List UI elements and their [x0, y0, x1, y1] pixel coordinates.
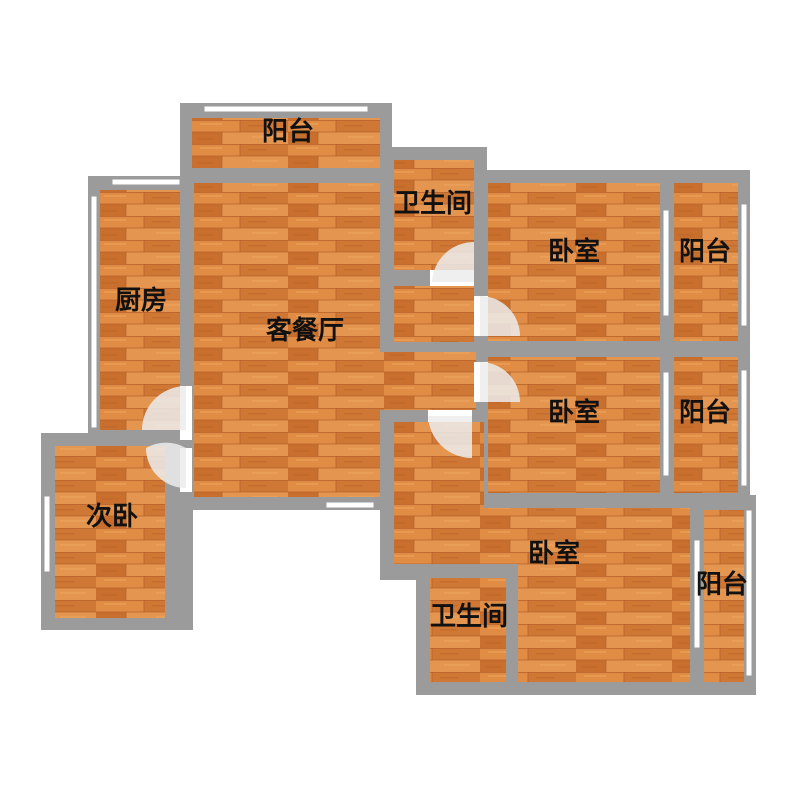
window-middle-right-outer	[740, 369, 748, 487]
door-swing-kitchen	[142, 386, 186, 430]
label-balcony-middle-right: 阳台	[679, 397, 731, 428]
floor-balcony-top	[192, 118, 380, 168]
floor-master-bedroom-right	[518, 508, 690, 682]
floor-balcony-middle-right	[674, 357, 738, 493]
doors	[142, 241, 520, 492]
window-middle-right-inner	[662, 371, 670, 477]
door-swing-second-bedroom	[146, 442, 186, 488]
floor-closet	[394, 286, 474, 342]
floor-living-dining	[194, 183, 380, 497]
label-master-bedroom: 卧室	[528, 538, 580, 569]
window-upper-right-outer	[740, 203, 748, 327]
window-top-balcony	[203, 105, 369, 113]
door-swing-master-bedroom	[428, 416, 472, 458]
floor-second-bedroom	[55, 446, 165, 618]
window-second-bedroom	[43, 495, 51, 573]
floor-bathroom-bottom	[430, 578, 506, 682]
window-living-bottom	[325, 501, 375, 509]
label-bedroom-middle: 卧室	[548, 397, 600, 428]
label-living-dining: 客餐厅	[266, 315, 344, 346]
floor-bedroom-upper	[488, 183, 660, 341]
floor-bedroom-middle	[488, 357, 660, 493]
windows	[43, 105, 753, 677]
window-bottom-right-outer	[745, 509, 753, 677]
label-bathroom-top: 卫生间	[394, 189, 472, 219]
floors	[55, 118, 744, 682]
floor-balcony-bottom-right	[704, 510, 744, 682]
window-kitchen-top	[111, 178, 181, 186]
window-upper-right-inner	[662, 209, 670, 317]
label-balcony-top: 阳台	[262, 116, 314, 147]
label-second-bedroom: 次卧	[86, 502, 138, 532]
label-kitchen: 厨房	[115, 286, 167, 316]
label-balcony-bottom-right: 阳台	[696, 569, 748, 600]
label-bathroom-bottom: 卫生间	[430, 602, 508, 632]
window-kitchen-left	[90, 195, 98, 429]
window-bottom-right-inner	[693, 539, 701, 649]
door-swing-bedroom-middle	[480, 362, 520, 402]
floor-kitchen	[100, 190, 180, 430]
label-bedroom-upper: 卧室	[548, 236, 600, 267]
door-swing-bedroom-upper	[480, 296, 520, 336]
floor-balcony-upper-right	[674, 183, 738, 341]
floor-corridor	[380, 352, 476, 410]
door-swing-bathroom-top	[432, 241, 474, 282]
room-labels: 阳台 卫生间 厨房 客餐厅 卧室 阳台 卧室 阳台 次卧 卧室 卫生间 阳台	[86, 116, 748, 632]
label-balcony-upper-right: 阳台	[679, 236, 731, 267]
